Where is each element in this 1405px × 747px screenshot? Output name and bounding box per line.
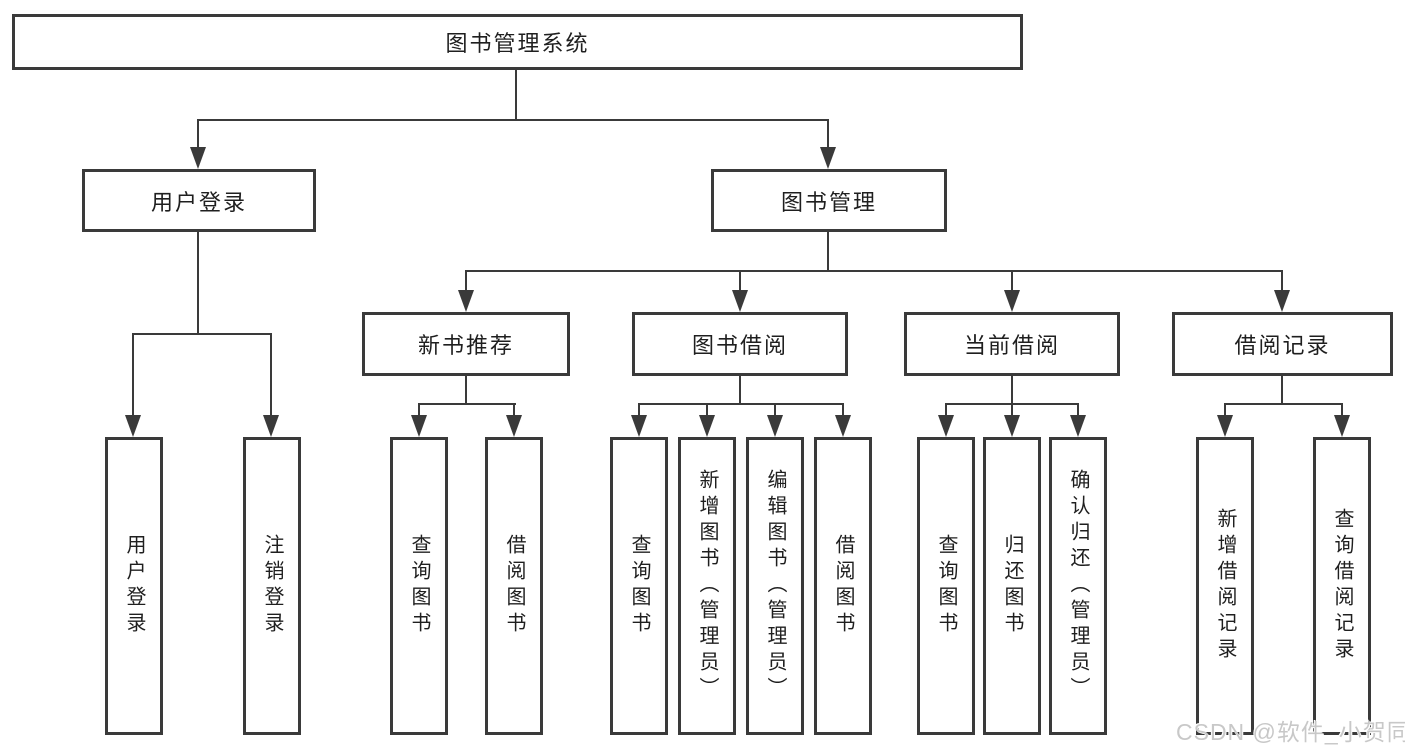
connector-drop-nb-borrow [513, 403, 515, 417]
connector-drop-cb-query [945, 403, 947, 417]
connector-root-stem [515, 69, 517, 120]
leaf-bb-edit-book-admin: 编辑图书（管理员） [746, 437, 804, 735]
leaf-user-login: 用户登录 [105, 437, 163, 735]
arrowhead-cb-query-icon [938, 415, 954, 437]
arrowhead-leaf-logout-icon [263, 415, 279, 437]
node-book-management: 图书管理 [711, 169, 947, 232]
leaf-cb-confirm-return-admin-label: 确认归还（管理员） [1067, 469, 1089, 703]
connector-drop-user-login [197, 119, 199, 149]
node-user-login: 用户登录 [82, 169, 316, 232]
connector-book-borrow-stem [739, 375, 741, 405]
connector-drop-leaf-user-login [132, 333, 134, 415]
node-new-book-recommend: 新书推荐 [362, 312, 570, 376]
node-book-borrow: 图书借阅 [632, 312, 848, 376]
leaf-bb-query-book-label: 查询图书 [628, 534, 650, 638]
arrowhead-new-book-icon [458, 290, 474, 312]
connector-drop-cb-confirm [1077, 403, 1079, 417]
connector-drop-new-book [465, 270, 467, 292]
connector-drop-bb-query [638, 403, 640, 417]
leaf-bb-query-book: 查询图书 [610, 437, 668, 735]
leaf-cb-confirm-return-admin: 确认归还（管理员） [1049, 437, 1107, 735]
leaf-nb-borrow-book-label: 借阅图书 [503, 534, 525, 638]
arrowhead-nb-borrow-icon [506, 415, 522, 437]
connector-drop-leaf-logout [270, 333, 272, 415]
leaf-nb-query-book-label: 查询图书 [408, 534, 430, 638]
leaf-user-login-label: 用户登录 [123, 534, 145, 638]
arrowhead-bb-edit-icon [767, 415, 783, 437]
arrowhead-current-borrow-icon [1004, 290, 1020, 312]
connector-drop-bb-borrow [842, 403, 844, 417]
arrowhead-bb-add-icon [699, 415, 715, 437]
connector-drop-book-borrow [739, 270, 741, 292]
arrowhead-user-login-icon [190, 147, 206, 169]
leaf-bb-borrow-book-label: 借阅图书 [832, 534, 854, 638]
connector-drop-bb-add [706, 403, 708, 417]
arrowhead-book-borrow-icon [732, 290, 748, 312]
connector-drop-bb-edit [774, 403, 776, 417]
leaf-bb-add-book-admin-label: 新增图书（管理员） [696, 469, 718, 703]
connector-drop-borrow-record [1281, 270, 1283, 292]
connector-drop-current-borrow [1011, 270, 1013, 292]
leaf-bb-add-book-admin: 新增图书（管理员） [678, 437, 736, 735]
arrowhead-nb-query-icon [411, 415, 427, 437]
leaf-cb-query-book-label: 查询图书 [935, 534, 957, 638]
connector-drop-book-management [827, 119, 829, 149]
connector-new-book-bar [418, 403, 516, 405]
leaf-logout-label: 注销登录 [261, 534, 283, 638]
leaf-nb-borrow-book: 借阅图书 [485, 437, 543, 735]
connector-level2-bar [465, 270, 1283, 272]
arrowhead-cb-return-icon [1004, 415, 1020, 437]
arrowhead-cb-confirm-icon [1070, 415, 1086, 437]
leaf-cb-return-book: 归还图书 [983, 437, 1041, 735]
leaf-bb-edit-book-admin-label: 编辑图书（管理员） [764, 469, 786, 703]
connector-level1-bar [197, 119, 829, 121]
leaf-br-query-record: 查询借阅记录 [1313, 437, 1371, 735]
connector-new-book-stem [465, 375, 467, 405]
connector-drop-br-query [1341, 403, 1343, 417]
connector-book-borrow-bar [638, 403, 844, 405]
arrowhead-br-add-icon [1217, 415, 1233, 437]
csdn-watermark: CSDN @软件_小贺同学 [1176, 719, 1405, 745]
leaf-bb-borrow-book: 借阅图书 [814, 437, 872, 735]
arrowhead-bb-query-icon [631, 415, 647, 437]
connector-current-borrow-stem [1011, 375, 1013, 405]
arrowhead-borrow-record-icon [1274, 290, 1290, 312]
connector-user-login-bar [132, 333, 272, 335]
arrowhead-book-management-icon [820, 147, 836, 169]
node-borrow-record: 借阅记录 [1172, 312, 1393, 376]
leaf-logout: 注销登录 [243, 437, 301, 735]
connector-drop-br-add [1224, 403, 1226, 417]
connector-book-management-stem [827, 231, 829, 272]
leaf-br-add-record-label: 新增借阅记录 [1214, 508, 1236, 664]
connector-drop-cb-return [1011, 403, 1013, 417]
node-current-borrow: 当前借阅 [904, 312, 1120, 376]
node-root: 图书管理系统 [12, 14, 1023, 70]
leaf-br-query-record-label: 查询借阅记录 [1331, 508, 1353, 664]
leaf-br-add-record: 新增借阅记录 [1196, 437, 1254, 735]
leaf-nb-query-book: 查询图书 [390, 437, 448, 735]
arrowhead-leaf-user-login-icon [125, 415, 141, 437]
arrowhead-bb-borrow-icon [835, 415, 851, 437]
arrowhead-br-query-icon [1334, 415, 1350, 437]
connector-borrow-record-stem [1281, 375, 1283, 405]
leaf-cb-return-book-label: 归还图书 [1001, 534, 1023, 638]
connector-borrow-record-bar [1224, 403, 1343, 405]
leaf-cb-query-book: 查询图书 [917, 437, 975, 735]
connector-drop-nb-query [418, 403, 420, 417]
connector-user-login-stem [197, 231, 199, 335]
